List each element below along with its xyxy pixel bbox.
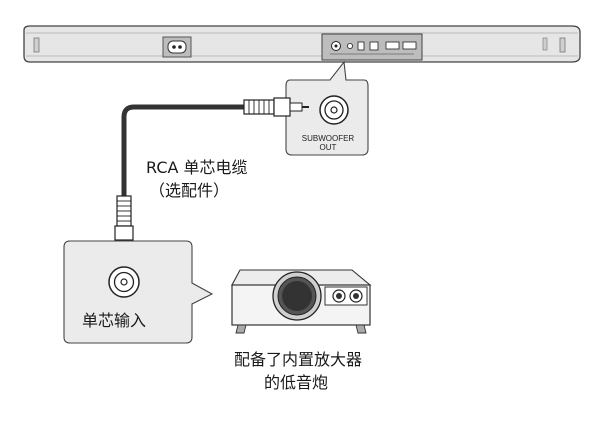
rca-plug-top [243,97,309,117]
subwoofer-out-callout: SUBWOOFER OUT [285,60,369,156]
subwoofer-input-jack [108,266,140,298]
subwoofer-label-line1: 配备了内置放大器 [234,350,363,369]
subwoofer-input-callout [63,240,214,344]
subwoofer-input-label: 单芯输入 [82,311,147,330]
power-inlet [162,36,192,58]
soundbar [23,25,581,63]
subwoofer-out-jack [319,95,349,125]
subwoofer [231,269,372,334]
cable-label: RCA 单芯电缆 [146,158,248,177]
subwoofer-out-label-line2: OUT [320,143,337,152]
cable-label-note: （选配件） [149,181,230,200]
connector-panel [321,33,423,61]
subwoofer-out-label-line1: SUBWOOFER [302,134,355,143]
subwoofer-label-line2: 的低音炮 [264,373,329,392]
